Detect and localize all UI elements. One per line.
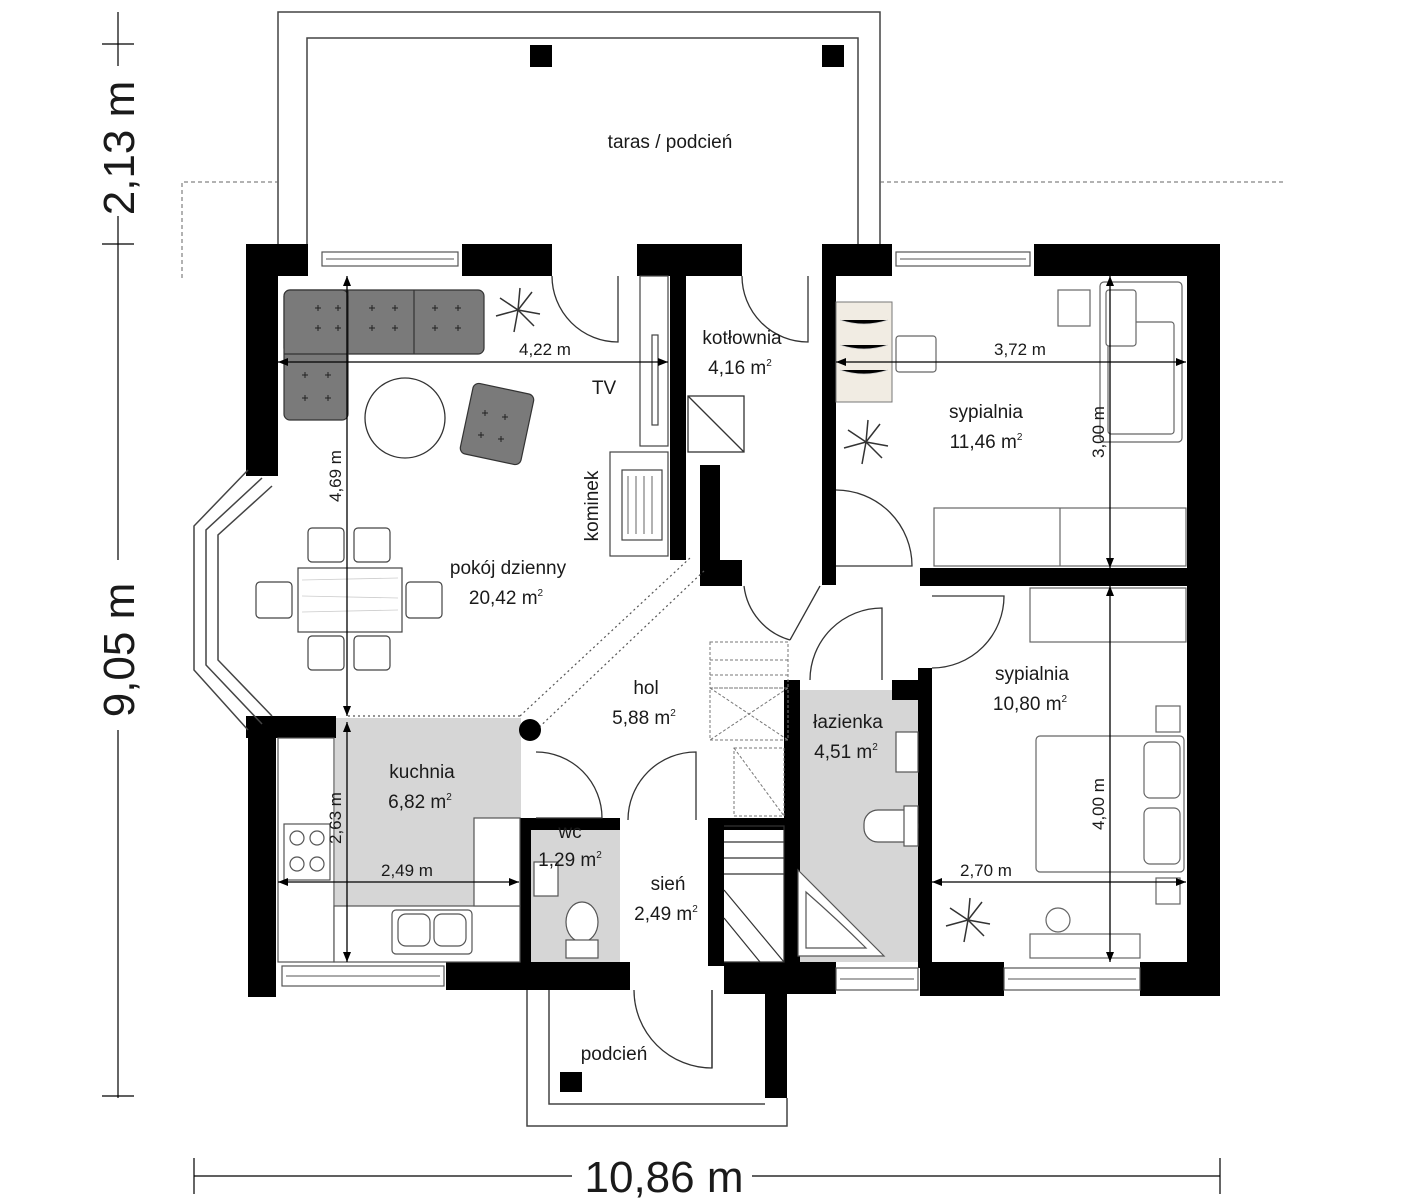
room-name-pokoj: pokój dzienny — [450, 558, 567, 579]
dim-label-bg — [572, 1150, 752, 1200]
bathroom-fixtures — [797, 731, 919, 957]
area-sup: 2 — [1017, 432, 1023, 443]
room-name-wc: wc — [557, 822, 581, 843]
room-name-kuchnia: kuchnia — [389, 762, 455, 783]
terrace-pillar — [530, 45, 552, 67]
room-area-wc: 1,29 m2 — [538, 850, 602, 871]
stairs — [709, 641, 789, 817]
room-area-sien: 2,49 m2 — [634, 904, 698, 925]
dim-label-bg — [84, 66, 152, 216]
bedroom1-furniture — [895, 281, 1187, 567]
roof-outline-dashed — [181, 181, 1285, 278]
area-value: 5,88 m — [612, 708, 670, 729]
overall-dim-top: 2,13 m — [95, 81, 144, 216]
terrace-pillar — [822, 45, 844, 67]
kitchen-fixtures — [277, 737, 521, 963]
armchair-tufts — [478, 410, 508, 442]
kominek-label: kominek — [582, 470, 603, 541]
area-value: 6,82 m — [388, 792, 446, 813]
tv-label: TV — [592, 378, 617, 399]
room-area-pokoj: 20,42 m2 — [469, 588, 544, 609]
sofa — [283, 289, 485, 421]
area-sup: 2 — [538, 588, 544, 599]
room-label-taras: taras / podcień — [608, 132, 733, 153]
dim-422: 4,22 m — [519, 340, 571, 359]
area-value: 4,51 m — [814, 742, 872, 763]
dim-270: 2,70 m — [960, 861, 1012, 880]
room-label-podcien: podcień — [581, 1044, 648, 1065]
overall-dim-bottom: 10,86 m — [585, 1153, 744, 1200]
terrace-outline — [277, 11, 881, 245]
room-area-lazienka: 4,51 m2 — [814, 742, 878, 763]
room-name-lazienka: łazienka — [813, 712, 883, 733]
window-sills — [286, 258, 1136, 980]
fireplace — [609, 451, 669, 557]
room-name-hol: hol — [633, 678, 658, 699]
area-sup: 2 — [766, 358, 772, 369]
dim-label-bg — [84, 560, 152, 730]
area-sup: 2 — [596, 850, 602, 861]
room-area-hol: 5,88 m2 — [612, 708, 676, 729]
area-sup: 2 — [446, 792, 452, 803]
dimension-lines — [278, 276, 1186, 962]
area-value: 11,46 m — [950, 432, 1017, 453]
dim-263: 2,63 m — [326, 792, 345, 844]
desk-grain — [839, 319, 889, 375]
coffee-table — [364, 377, 446, 459]
area-sup: 2 — [1062, 694, 1068, 705]
dim-300: 3,00 m — [1089, 406, 1108, 458]
stairs-solid — [723, 825, 785, 963]
sofa-tufts — [302, 305, 461, 401]
area-value: 4,16 m — [708, 358, 766, 379]
room-name-sien: sień — [651, 874, 686, 895]
wc-fixtures — [533, 861, 599, 959]
hall-opening — [348, 557, 706, 735]
bedroom2-furniture — [1029, 587, 1187, 959]
column — [519, 719, 541, 741]
room-area-sypialnia-1: 11,46 m2 — [950, 432, 1023, 453]
plant-icon — [495, 287, 541, 333]
boiler — [687, 395, 745, 453]
dining-set — [255, 527, 443, 671]
room-area-kuchnia: 6,82 m2 — [388, 792, 452, 813]
porch-pillar — [560, 1072, 582, 1092]
porch-outline — [526, 990, 788, 1127]
dim-372: 3,72 m — [994, 340, 1046, 359]
desk — [835, 301, 893, 403]
dim-400: 4,00 m — [1089, 778, 1108, 830]
area-sup: 2 — [692, 904, 698, 915]
dim-469: 4,69 m — [326, 450, 345, 502]
doors — [535, 275, 1005, 1069]
area-value: 10,80 m — [993, 694, 1062, 715]
room-area-sypialnia-2: 10,80 m2 — [993, 694, 1068, 715]
area-value: 2,49 m — [634, 904, 692, 925]
bay-window — [193, 469, 273, 731]
plant-icon — [945, 897, 991, 943]
room-name-sypialnia-1: sypialnia — [949, 402, 1023, 423]
area-value: 1,29 m — [538, 850, 596, 871]
armchair — [459, 382, 535, 466]
area-sup: 2 — [670, 708, 676, 719]
dim-249: 2,49 m — [381, 861, 433, 880]
dimension-arrows — [278, 276, 1186, 962]
fireplace-grate — [627, 476, 653, 534]
area-value: 20,42 m — [469, 588, 538, 609]
walls — [246, 244, 1220, 1098]
plant-icon — [843, 419, 889, 465]
table-wood-grain — [301, 577, 399, 613]
room-name-sypialnia-2: sypialnia — [995, 664, 1069, 685]
area-sup: 2 — [872, 742, 878, 753]
room-area-kotlownia: 4,16 m2 — [708, 358, 772, 379]
room-name-kotlownia: kotłownia — [702, 328, 782, 349]
overall-dim-left: 9,05 m — [95, 583, 144, 718]
